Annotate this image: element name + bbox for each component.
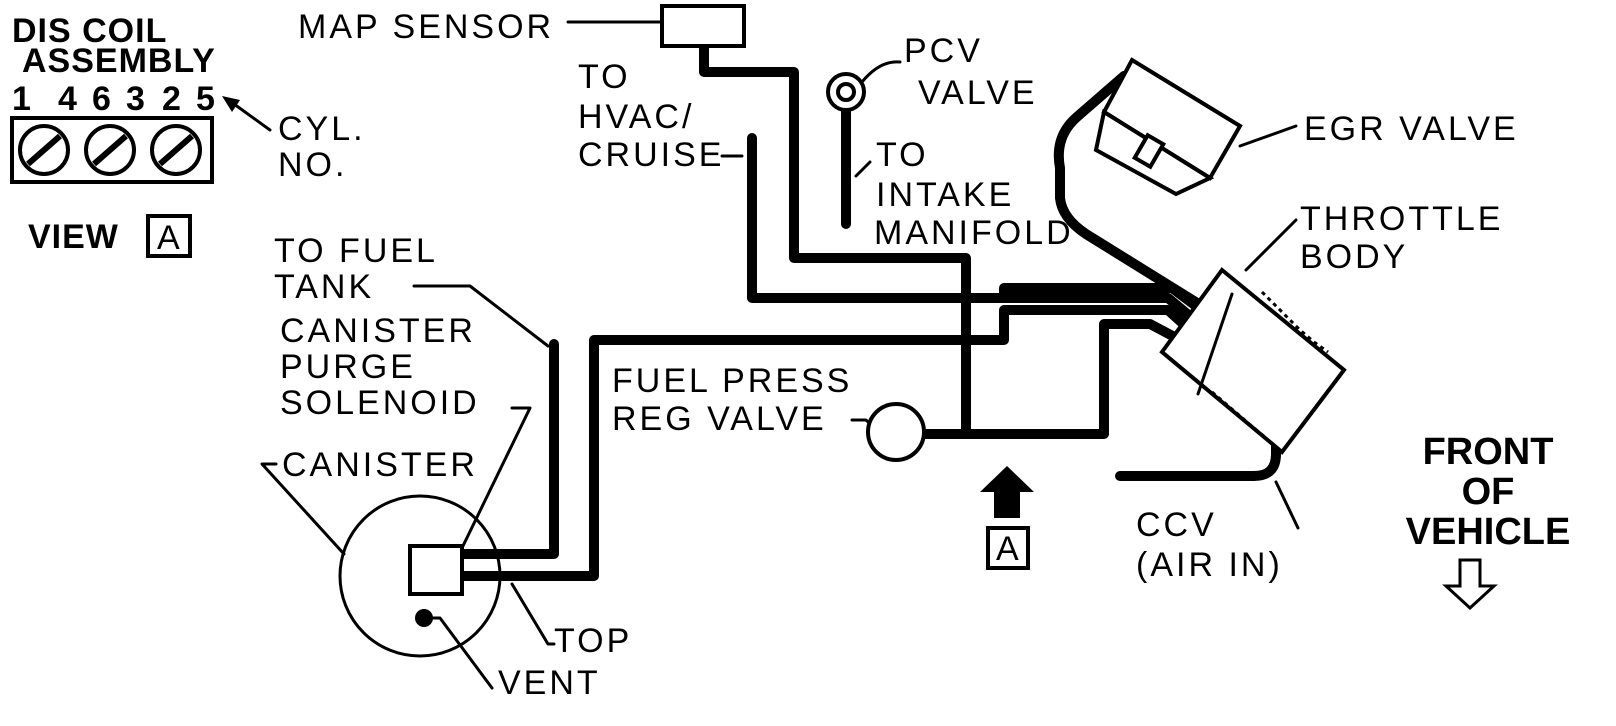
- throttle-body: THROTTLE BODY: [1159, 200, 1503, 455]
- coil-terminal: [18, 124, 70, 176]
- vacuum-hoses: [459, 41, 1281, 581]
- map-sensor-label: MAP SENSOR: [298, 8, 554, 46]
- egr-valve: EGR VALVE: [1093, 57, 1519, 197]
- canister-body: [338, 494, 502, 658]
- reg-valve-label: REG VALVE: [612, 400, 827, 438]
- fuel-tank-callout: TO FUEL TANK: [274, 232, 550, 348]
- ccv-tube: [1115, 371, 1281, 481]
- cyl-label: CYL.: [278, 110, 366, 148]
- egr-valve-port: [1131, 132, 1167, 170]
- to-fuel-label: TO FUEL: [274, 232, 438, 270]
- up-arrow-icon: [980, 466, 1034, 518]
- cyl-no-label: NO.: [278, 146, 347, 184]
- throttle-body-housing: [1159, 267, 1347, 455]
- coil-number: 6: [92, 80, 112, 118]
- solenoid-label: SOLENOID: [280, 384, 480, 422]
- intake-label: INTAKE: [876, 176, 1014, 214]
- vent-label: VENT: [498, 664, 601, 702]
- pcv-label: PCV: [904, 32, 983, 70]
- fuel-tank-hose: [459, 339, 559, 559]
- map-sensor: MAP SENSOR: [298, 4, 746, 48]
- hvac-label: HVAC/: [578, 98, 694, 136]
- dis-coil-label: DIS COIL: [12, 12, 167, 50]
- coil-number-row: 1 4 6 3 2 5: [12, 80, 216, 118]
- pcv-valve-label: VALVE: [918, 74, 1038, 112]
- canister-purge-label: CANISTER: [280, 312, 476, 350]
- coil-number: 2: [162, 80, 182, 118]
- tank-label: TANK: [274, 268, 374, 306]
- to-intake-label: TO: [876, 136, 929, 174]
- fuel-press-reg-hose: [917, 319, 1189, 439]
- throttle-label: THROTTLE: [1300, 200, 1503, 238]
- throttle-body-ribs: [1260, 290, 1329, 354]
- cruise-label: CRUISE: [578, 136, 724, 174]
- ccv-label: CCV: [1136, 506, 1217, 544]
- body-label: BODY: [1300, 238, 1408, 276]
- view-a-marker-box: [986, 526, 1030, 570]
- cyl-leader-line: [232, 102, 272, 132]
- coil-number: 4: [58, 80, 78, 118]
- front-of-vehicle: FRONT OF VEHICLE: [1406, 431, 1571, 611]
- top-label: TOP: [554, 622, 632, 660]
- view-label: VIEW: [28, 218, 119, 256]
- coil-terminal: [84, 124, 136, 176]
- ccv-callout: CCV (AIR IN): [1136, 480, 1300, 584]
- purge-label: PURGE: [280, 348, 416, 386]
- dis-coil-assembly: DIS COIL ASSEMBLY 1 4 6 3 2 5 CYL. NO. V…: [10, 12, 366, 258]
- canister: CANISTER VENT TOP: [260, 446, 632, 702]
- fuel-press-reg-valve: FUEL PRESS REG VALVE: [612, 362, 926, 462]
- purge-solenoid-callout: CANISTER PURGE SOLENOID: [280, 312, 532, 550]
- ccv-air-in-label: (AIR IN): [1136, 546, 1283, 584]
- vehicle-label: VEHICLE: [1406, 511, 1571, 553]
- to-hvac-label: TO: [578, 58, 631, 96]
- hvac-cruise-callout: TO HVAC/ CRUISE: [578, 58, 744, 174]
- view-marker-box: [146, 214, 192, 258]
- egr-leader: [1238, 124, 1298, 148]
- throttle-leader: [1244, 218, 1298, 272]
- purge-solenoid-leader: [460, 406, 532, 550]
- map-sensor-hose: [699, 41, 971, 439]
- top-leader: [510, 582, 556, 646]
- fuel-press-reg-body: [866, 402, 926, 462]
- egr-valve-label: EGR VALVE: [1304, 110, 1519, 148]
- manifold-label: MANIFOLD: [874, 214, 1074, 252]
- arrow-icon: [222, 96, 240, 112]
- ccv-leader: [1274, 480, 1300, 530]
- pcv-valve: PCV VALVE TO INTAKE MANIFOLD: [826, 32, 1074, 252]
- view-marker-label: A: [157, 219, 183, 257]
- of-label: OF: [1462, 471, 1515, 513]
- coil-number: 1: [12, 80, 32, 118]
- assembly-label: ASSEMBLY: [22, 42, 216, 80]
- view-a-arrow: A: [980, 466, 1034, 570]
- purge-hose: [459, 305, 1195, 581]
- map-sensor-body: [660, 4, 746, 48]
- pcv-valve-inner: [836, 82, 856, 102]
- egr-hose: [1053, 71, 1207, 311]
- hvac-cruise-hose-branch: [999, 293, 1197, 323]
- fuel-tank-leader: [412, 284, 550, 348]
- front-label: FRONT: [1423, 431, 1554, 473]
- coil-number: 3: [126, 80, 146, 118]
- coil-number: 5: [196, 80, 216, 118]
- coil-terminal: [150, 124, 202, 176]
- intake-leader: [854, 160, 872, 178]
- pcv-leader: [860, 60, 902, 84]
- fuel-press-label: FUEL PRESS: [612, 362, 852, 400]
- view-a-marker-label: A: [996, 530, 1022, 568]
- purge-solenoid-body: [408, 544, 464, 596]
- down-arrow-icon: [1442, 558, 1498, 611]
- vent-leader: [422, 616, 494, 690]
- canister-leader: [260, 462, 346, 556]
- canister-label: CANISTER: [282, 446, 478, 484]
- throttle-body-edge: [1196, 292, 1234, 396]
